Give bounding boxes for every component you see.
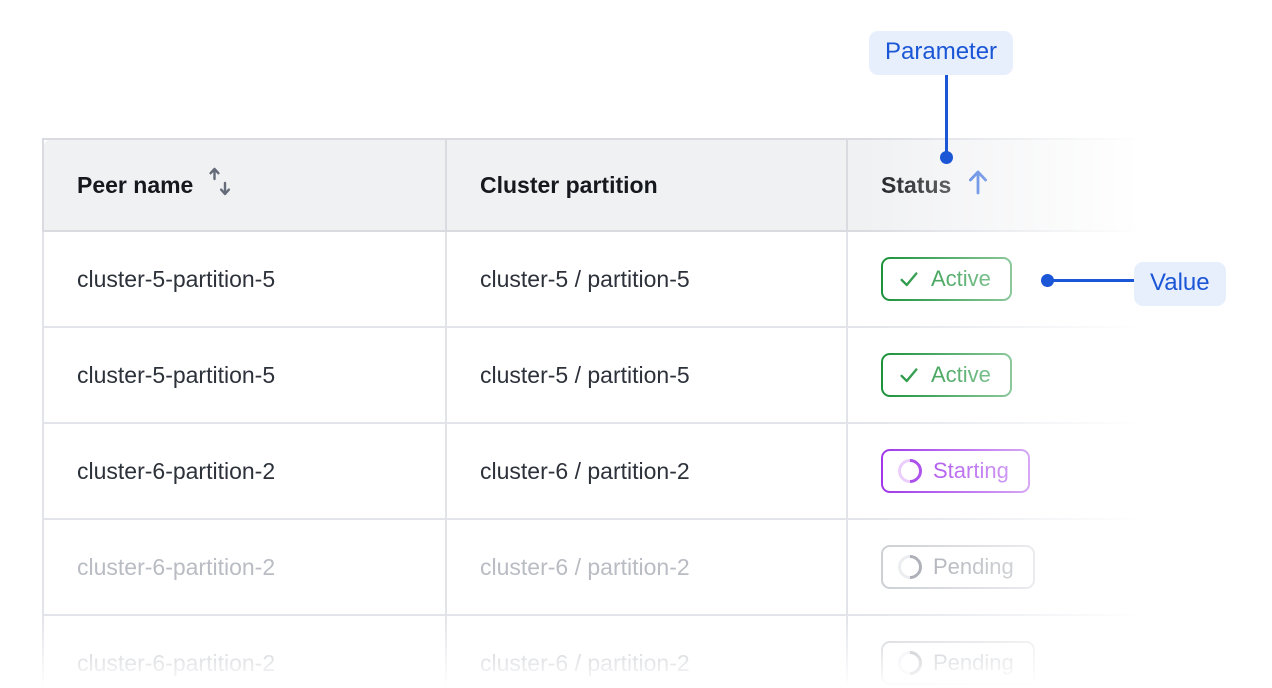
cell-peer-name: cluster-6-partition-2 bbox=[42, 615, 447, 688]
parameter-callout-label: Parameter bbox=[869, 31, 1014, 75]
cell-cluster-partition: cluster-5 / partition-5 bbox=[446, 231, 848, 328]
spinner-icon bbox=[893, 454, 927, 488]
value-callout-dot bbox=[1041, 274, 1054, 287]
parameter-callout-dot bbox=[940, 151, 953, 164]
check-icon bbox=[900, 368, 918, 383]
table-row[interactable]: cluster-6-partition-2 cluster-6 / partit… bbox=[42, 615, 1145, 688]
cell-peer-name: cluster-6-partition-2 bbox=[42, 423, 447, 520]
column-header-cluster-partition-label: Cluster partition bbox=[480, 171, 658, 198]
table-body: cluster-5-partition-5 cluster-5 / partit… bbox=[42, 231, 1145, 688]
cell-peer-name: cluster-5-partition-5 bbox=[42, 231, 447, 328]
status-badge-label: Pending bbox=[933, 650, 1014, 675]
column-header-status[interactable]: Status bbox=[847, 138, 1145, 232]
status-badge-label: Starting bbox=[933, 458, 1009, 483]
status-badge: Pending bbox=[881, 545, 1035, 589]
check-icon bbox=[900, 272, 918, 287]
status-badge: Starting bbox=[881, 449, 1030, 493]
value-callout-line bbox=[1048, 279, 1138, 282]
spinner-icon bbox=[893, 646, 927, 680]
cell-cluster-partition: cluster-6 / partition-2 bbox=[446, 423, 848, 520]
status-badge-label: Active bbox=[931, 362, 991, 387]
value-callout-label: Value bbox=[1134, 262, 1226, 306]
cell-status: Pending bbox=[847, 615, 1145, 688]
status-badge: Pending bbox=[881, 641, 1035, 685]
cell-cluster-partition: cluster-6 / partition-2 bbox=[446, 519, 848, 616]
status-badge-label: Pending bbox=[933, 554, 1014, 579]
status-badge: Active bbox=[881, 257, 1012, 301]
column-header-status-label: Status bbox=[881, 171, 952, 198]
cell-cluster-partition: cluster-6 / partition-2 bbox=[446, 615, 848, 688]
table-row[interactable]: cluster-5-partition-5 cluster-5 / partit… bbox=[42, 327, 1145, 424]
peers-table-container: Peer name Cluster partition bbox=[42, 138, 1145, 688]
table-row[interactable]: cluster-6-partition-2 cluster-6 / partit… bbox=[42, 519, 1145, 616]
column-header-peer-name-label: Peer name bbox=[77, 171, 194, 198]
cell-status: Pending bbox=[847, 519, 1145, 616]
column-header-peer-name[interactable]: Peer name bbox=[42, 138, 447, 232]
table-header: Peer name Cluster partition bbox=[42, 138, 1145, 232]
column-header-cluster-partition[interactable]: Cluster partition bbox=[446, 138, 848, 232]
table-header-row: Peer name Cluster partition bbox=[42, 138, 1145, 232]
arrow-up-icon[interactable] bbox=[965, 168, 991, 202]
parameter-callout-line bbox=[945, 70, 948, 158]
sort-updown-icon[interactable] bbox=[207, 167, 233, 203]
cell-cluster-partition: cluster-5 / partition-5 bbox=[446, 327, 848, 424]
cell-status: Active bbox=[847, 327, 1145, 424]
status-badge: Active bbox=[881, 353, 1012, 397]
spinner-icon bbox=[893, 550, 927, 584]
cell-status: Active bbox=[847, 231, 1145, 328]
cell-status: Starting bbox=[847, 423, 1145, 520]
cell-peer-name: cluster-5-partition-5 bbox=[42, 327, 447, 424]
table-row[interactable]: cluster-6-partition-2 cluster-6 / partit… bbox=[42, 423, 1145, 520]
peers-table: Peer name Cluster partition bbox=[42, 138, 1145, 688]
table-row[interactable]: cluster-5-partition-5 cluster-5 / partit… bbox=[42, 231, 1145, 328]
status-badge-label: Active bbox=[931, 266, 991, 291]
cell-peer-name: cluster-6-partition-2 bbox=[42, 519, 447, 616]
